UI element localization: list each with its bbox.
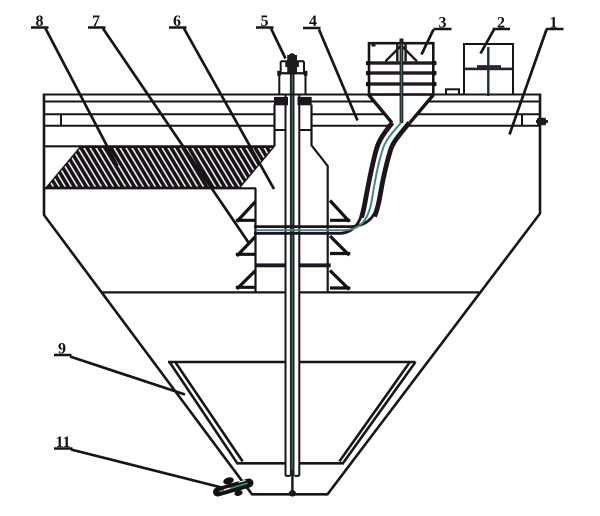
svg-text:9: 9 — [58, 341, 66, 358]
svg-text:8: 8 — [36, 13, 44, 30]
svg-text:7: 7 — [92, 13, 100, 30]
svg-text:1: 1 — [550, 15, 558, 32]
svg-text:3: 3 — [439, 15, 447, 32]
svg-text:11: 11 — [55, 434, 70, 451]
svg-text:2: 2 — [497, 15, 505, 32]
svg-text:6: 6 — [173, 13, 181, 30]
svg-text:5: 5 — [261, 13, 269, 30]
svg-text:4: 4 — [309, 13, 317, 30]
